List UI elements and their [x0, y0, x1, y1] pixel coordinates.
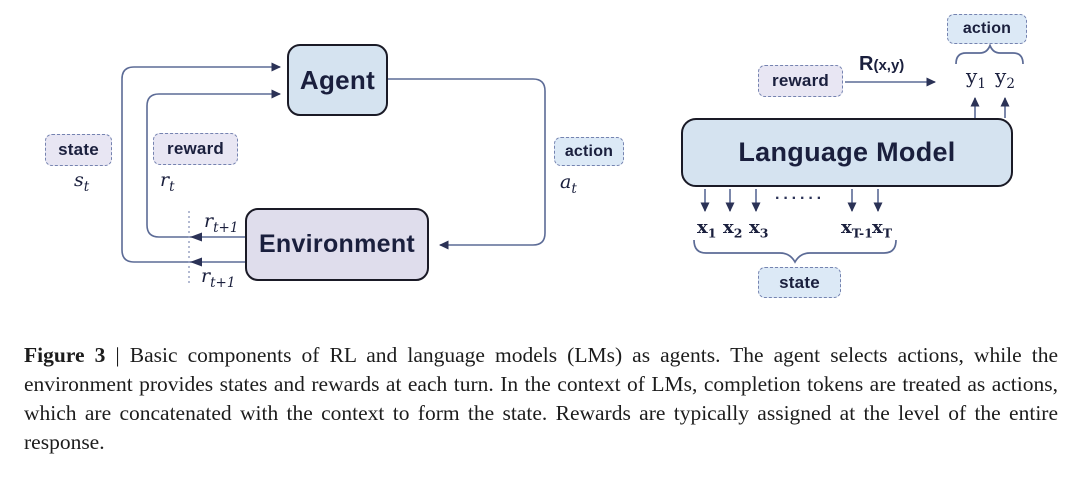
output-y1: y1 — [966, 66, 986, 92]
token-x3: x3 — [749, 219, 768, 240]
action-wire — [388, 78, 546, 250]
reward-chip-right-label: reward — [772, 71, 829, 90]
action-var-base: a — [560, 171, 572, 193]
language-model-box-label: Language Model — [738, 137, 956, 167]
action-chip-left-label: action — [564, 142, 614, 160]
agent-box-label: Agent — [299, 64, 376, 95]
next-reward-top-base: r — [204, 210, 214, 232]
action-var-sub: t — [571, 180, 577, 197]
action-chip-right: action — [947, 14, 1027, 44]
token-x3-base: x — [749, 217, 760, 238]
token-x2-sub: 2 — [733, 225, 743, 241]
token-x1: x1 — [697, 219, 716, 240]
state-var: st — [74, 171, 89, 194]
diagram-wires — [121, 43, 1024, 284]
token-x1-base: x — [697, 217, 708, 238]
state-var-base: s — [74, 169, 84, 191]
action-chip-left: action — [554, 137, 624, 166]
next-reward-var-bottom: rt+1 — [201, 267, 235, 290]
output-y2: y2 — [995, 66, 1015, 92]
next-reward-arrowhead-bottom — [190, 257, 202, 267]
token-x1-sub: 1 — [707, 225, 717, 241]
next-reward-bottom-base: r — [201, 265, 211, 287]
token-xT-1-base: x — [841, 217, 852, 238]
token-xT-base: x — [872, 217, 883, 238]
state-var-sub: t — [83, 178, 90, 195]
next-reward-bottom-sub: t+1 — [210, 274, 236, 291]
environment-box-label: Environment — [258, 230, 416, 258]
reward-wire — [146, 89, 281, 238]
output-y1-base: y — [966, 64, 978, 88]
state-chip-right-label: state — [779, 272, 820, 292]
state-chip-left-label: state — [58, 140, 99, 159]
figure-caption-label: Figure 3 — [24, 343, 106, 367]
next-reward-arrowhead-top — [190, 232, 202, 242]
token-xT-1-sub: T-1 — [851, 225, 873, 241]
token-x2-base: x — [723, 217, 734, 238]
next-reward-top-sub: t+1 — [213, 219, 239, 236]
reward-chip-left: reward — [153, 133, 238, 165]
reward-fn-label: R(x,y) — [859, 54, 904, 74]
action-brace — [955, 43, 1024, 65]
state-chip-left: state — [45, 134, 112, 166]
action-chip-right-label: action — [962, 20, 1012, 37]
ellipsis-dots: ······ — [775, 190, 825, 207]
figure-caption-separator: | — [105, 343, 130, 367]
state-brace — [693, 239, 897, 264]
figure-caption: Figure 3 | Basic components of RL and la… — [24, 341, 1058, 457]
reward-chip-left-label: reward — [167, 139, 224, 158]
output-y1-sub: 1 — [977, 76, 986, 92]
token-xT-sub: T — [882, 225, 893, 241]
agent-box: Agent — [287, 44, 388, 116]
token-x2: x2 — [723, 219, 742, 240]
token-xT-1: xT-1 — [841, 219, 873, 240]
token-x3-sub: 3 — [759, 225, 769, 241]
reward-var-sub: t — [169, 178, 175, 195]
reward-chip-right: reward — [758, 65, 843, 97]
output-y2-sub: 2 — [1006, 76, 1015, 92]
action-var: at — [560, 173, 577, 196]
output-y2-base: y — [995, 64, 1007, 88]
reward-var: rt — [160, 171, 175, 194]
reward-fn-args: (x,y) — [873, 57, 905, 74]
state-wire — [121, 62, 281, 263]
state-chip-right: state — [758, 267, 841, 298]
environment-box: Environment — [245, 208, 429, 281]
language-model-box: Language Model — [681, 118, 1013, 187]
token-xT: xT — [872, 219, 892, 240]
figure-caption-text: Basic components of RL and language mode… — [24, 343, 1059, 454]
reward-fn-base: R — [859, 53, 874, 75]
reward-var-base: r — [160, 169, 170, 191]
next-reward-var-top: rt+1 — [204, 212, 238, 235]
